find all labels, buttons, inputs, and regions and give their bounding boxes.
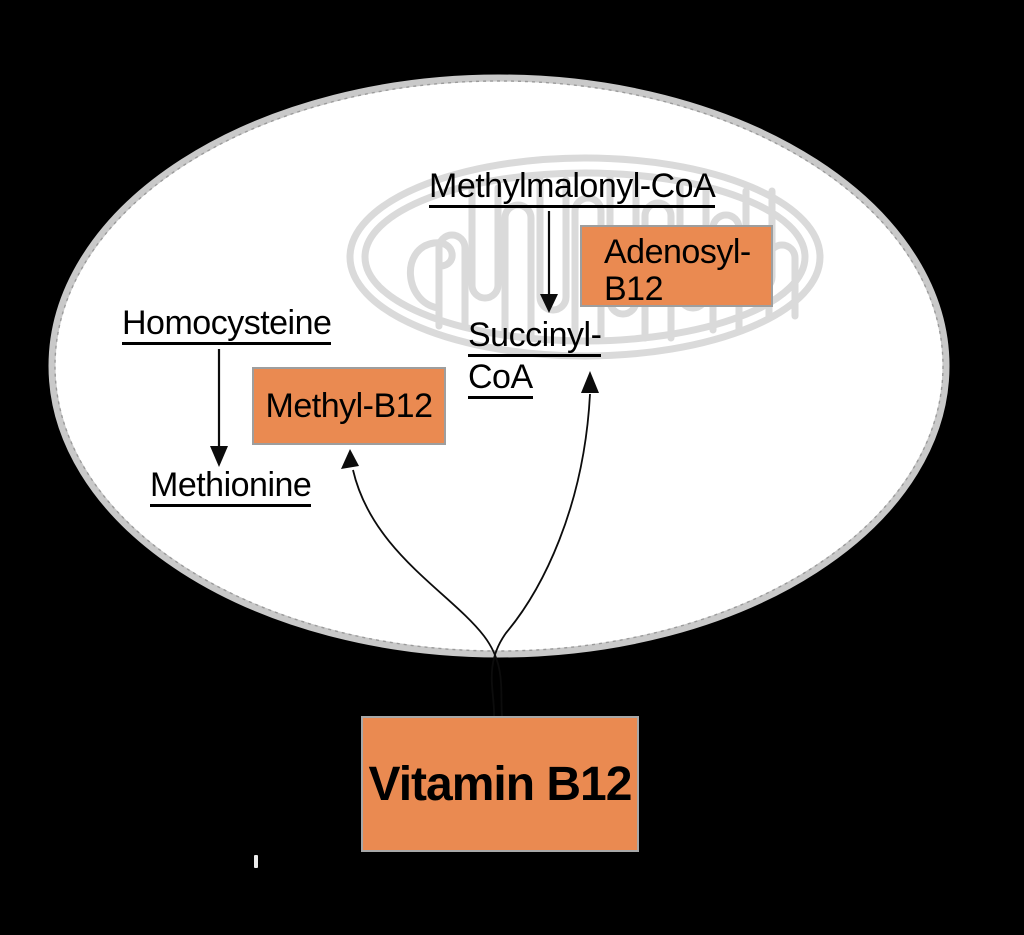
vitamin-b12-text: Vitamin B12	[368, 757, 633, 811]
methyl-b12-text: Methyl-B12	[265, 386, 433, 425]
mitochondrion-inner-membrane	[361, 169, 809, 345]
cell-membrane	[48, 74, 950, 658]
arrow-methylmalonyl-to-succinyl	[540, 211, 558, 313]
succinyl-coa-line1: Succinyl-	[468, 318, 602, 357]
methionine-label: Methionine	[150, 468, 312, 507]
adenosyl-b12-box: Adenosyl- B12	[580, 225, 773, 308]
adenosyl-b12-line2: B12	[604, 270, 664, 308]
vitamin-b12-box: Vitamin B12	[361, 716, 639, 852]
methionine-text: Methionine	[150, 468, 312, 507]
arrow-vitaminb12-to-succinylcoa	[490, 371, 599, 717]
homocysteine-text: Homocysteine	[122, 306, 332, 345]
stray-tick-mark	[254, 855, 258, 868]
cell-membrane-dashed-line	[54, 80, 944, 652]
succinyl-coa-line2: CoA	[468, 360, 533, 399]
homocysteine-label: Homocysteine	[122, 306, 332, 345]
adenosyl-b12-line1: Adenosyl-	[604, 233, 751, 271]
methylmalonyl-coa-label: Methylmalonyl-CoA	[429, 169, 716, 208]
cell	[48, 74, 950, 658]
arrow-homocysteine-to-methionine	[210, 349, 228, 467]
arrow-vitaminb12-to-methylb12	[341, 449, 503, 717]
succinyl-coa-label: Succinyl- CoA	[468, 318, 602, 403]
methylmalonyl-coa-text: Methylmalonyl-CoA	[429, 169, 716, 208]
methyl-b12-box: Methyl-B12	[252, 367, 446, 445]
